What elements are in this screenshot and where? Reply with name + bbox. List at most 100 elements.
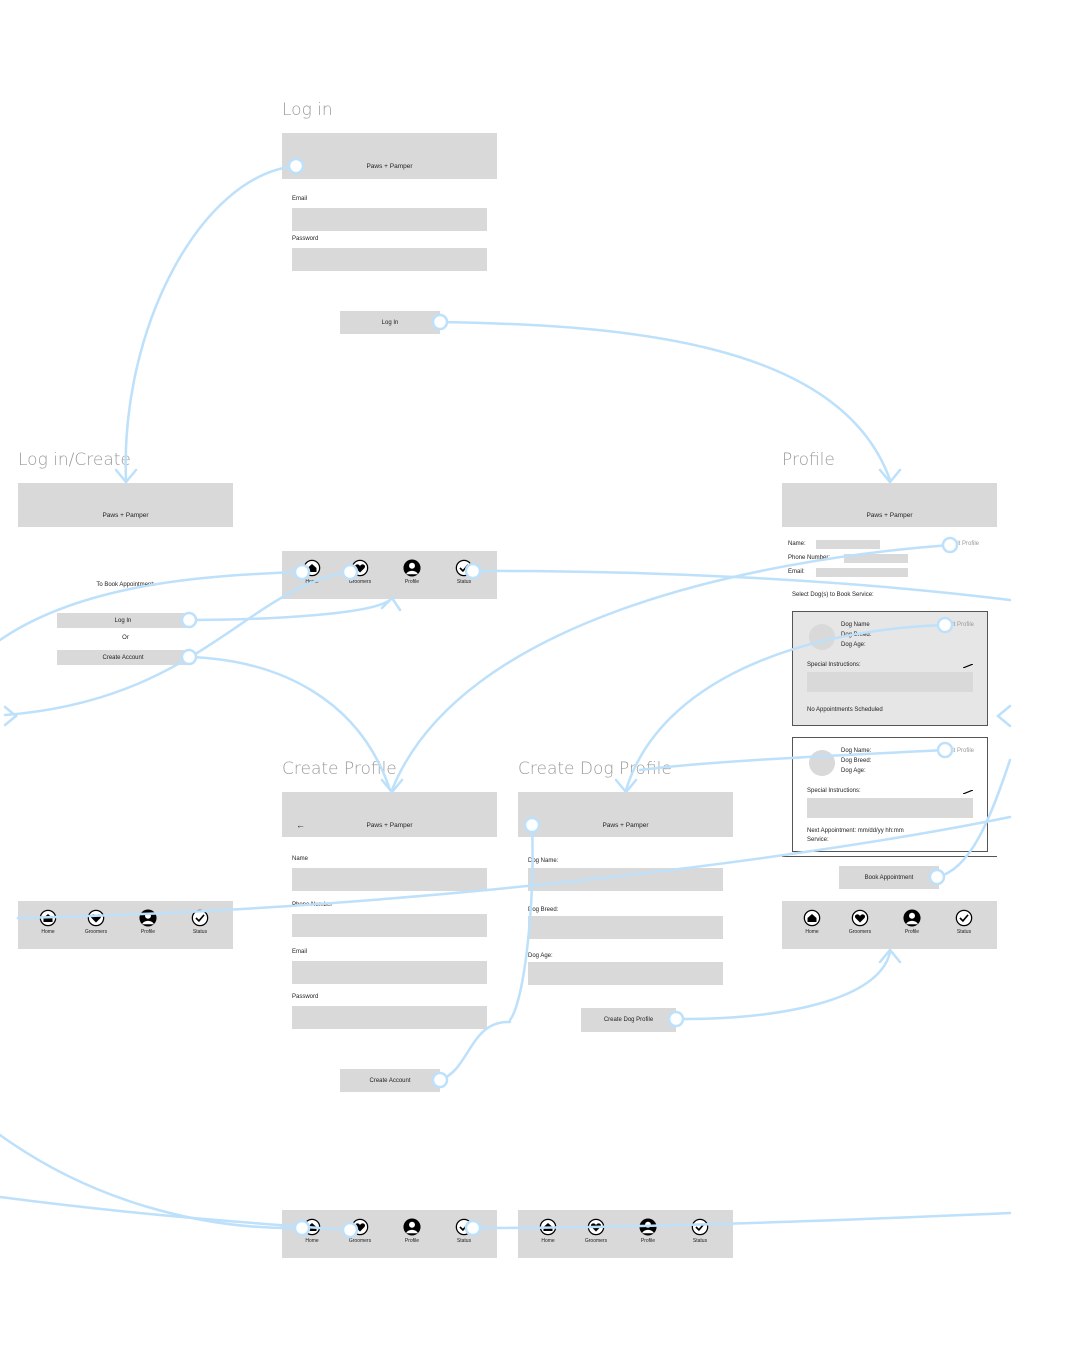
nav-home[interactable]: Home <box>28 909 68 935</box>
app-header: Paws + Pamper <box>518 792 733 837</box>
special-instructions-label: Special Instructions: <box>807 662 861 668</box>
arrowhead-profile-nav <box>878 948 902 964</box>
person-icon <box>403 1218 421 1236</box>
create-account-button[interactable]: Create Account <box>57 650 189 665</box>
nav-groomers[interactable]: Groomers <box>340 1218 380 1244</box>
title-create-dog-profile: Create Dog Profile <box>518 759 672 779</box>
dog-age-label: Dog Age: <box>528 953 553 959</box>
nav-status[interactable]: Status <box>944 909 984 935</box>
checkmark-icon <box>455 559 473 577</box>
nav-home[interactable]: Home <box>292 559 332 585</box>
nav-home-label: Home <box>541 1238 555 1244</box>
dog-breed-field[interactable] <box>528 916 723 939</box>
password-field[interactable] <box>292 1006 487 1029</box>
checkmark-icon <box>955 909 973 927</box>
nav-profile[interactable]: Profile <box>892 909 932 935</box>
dog-breed-label: Dog Breed: <box>841 758 872 764</box>
nav-home-label: Home <box>305 1238 319 1244</box>
create-dog-profile-button[interactable]: Create Dog Profile <box>581 1008 676 1032</box>
arrowhead-login-create <box>114 468 138 484</box>
next-appointment: Next Appointment: mm/dd/yy hh:mm <box>807 828 904 834</box>
or-text: Or <box>122 635 129 641</box>
edit-dog-link[interactable]: Edit Profile <box>945 622 975 628</box>
frame-log-in-create: Paws + Pamper To Book Appointment: Log I… <box>18 483 233 949</box>
email-field[interactable] <box>292 961 487 984</box>
nav-profile-label: Profile <box>404 579 420 585</box>
password-label: Password <box>292 994 319 1000</box>
dog-card[interactable]: Dog Name: Dog Breed: Dog Age: Edit Profi… <box>792 737 988 852</box>
person-icon <box>639 1218 657 1236</box>
nav-groomers[interactable]: Groomers <box>840 909 880 935</box>
pencil-icon[interactable] <box>963 790 973 794</box>
email-field[interactable] <box>292 208 487 231</box>
checkmark-icon <box>455 1218 473 1236</box>
heart-icon <box>587 1218 605 1236</box>
nav-home[interactable]: Home <box>292 1218 332 1244</box>
instructions-field[interactable] <box>807 672 973 692</box>
create-account-button[interactable]: Create Account <box>340 1069 440 1092</box>
home-icon <box>39 909 57 927</box>
nav-status[interactable]: Status <box>444 1218 484 1244</box>
checkmark-icon <box>191 909 209 927</box>
dog-age-label: Dog Age: <box>841 768 866 774</box>
dog-name-field[interactable] <box>528 868 723 891</box>
nav-status[interactable]: Status <box>680 1218 720 1244</box>
app-header: Paws + Pamper <box>18 483 233 527</box>
nav-status[interactable]: Status <box>180 909 220 935</box>
nav-groomers[interactable]: Groomers <box>76 909 116 935</box>
link-right-arrow <box>996 704 1012 728</box>
nav-profile-label: Profile <box>404 1238 420 1244</box>
nav-profile-label: Profile <box>640 1238 656 1244</box>
bottom-nav: Home Groomers Profile Status <box>782 901 997 949</box>
nav-groomers-label: Groomers <box>848 929 872 935</box>
home-icon <box>303 1218 321 1236</box>
nav-home[interactable]: Home <box>792 909 832 935</box>
instructions-field[interactable] <box>807 798 973 818</box>
heart-icon <box>87 909 105 927</box>
arrowhead-profile <box>878 468 902 484</box>
log-in-button[interactable]: Log In <box>57 613 189 628</box>
nav-status-label: Status <box>456 579 472 585</box>
edit-dog-link[interactable]: Edit Profile <box>945 748 975 754</box>
dog-card[interactable]: Dog Name Dog Breed: Dog Age: Edit Profil… <box>792 611 988 726</box>
service-label: Service: <box>807 837 829 843</box>
person-icon <box>903 909 921 927</box>
appointment-status: No Appointments Scheduled <box>807 707 883 713</box>
phone-field[interactable] <box>292 914 487 937</box>
title-log-in-create: Log in/Create <box>18 450 131 470</box>
dog-age-field[interactable] <box>528 962 723 985</box>
dog-avatar <box>809 624 835 650</box>
edit-profile-link[interactable]: Edit Profile <box>950 541 980 547</box>
nav-groomers[interactable]: Groomers <box>340 559 380 585</box>
divider <box>782 856 997 857</box>
name-field[interactable] <box>292 868 487 891</box>
nav-status[interactable]: Status <box>444 559 484 585</box>
frame-profile: Paws + Pamper Name: Phone Number: Email:… <box>782 483 997 949</box>
nav-home-label: Home <box>305 579 319 585</box>
nav-status-label: Status <box>692 1238 708 1244</box>
nav-profile[interactable]: Profile <box>392 1218 432 1244</box>
link-brand-to-login-create <box>124 164 298 482</box>
frame-create-dog-profile: Paws + Pamper Dog Name: Dog Breed: Dog A… <box>518 792 733 1259</box>
password-label: Password <box>292 236 319 242</box>
title-create-profile: Create Profile <box>282 759 397 779</box>
frame-log-in: Paws + Pamper Email Password Log In Home… <box>282 133 497 600</box>
title-profile: Profile <box>782 450 835 470</box>
log-in-button[interactable]: Log In <box>340 311 440 334</box>
heart-icon <box>351 559 369 577</box>
nav-profile-label: Profile <box>904 929 920 935</box>
nav-profile[interactable]: Profile <box>392 559 432 585</box>
pencil-icon[interactable] <box>963 664 973 668</box>
book-prompt: To Book Appointment: <box>96 582 155 588</box>
password-field[interactable] <box>292 248 487 271</box>
arrowhead-create-dog <box>614 778 638 794</box>
home-icon <box>539 1218 557 1236</box>
nav-groomers[interactable]: Groomers <box>576 1218 616 1244</box>
home-icon <box>303 559 321 577</box>
bottom-nav: Home Groomers Profile Status <box>518 1210 733 1258</box>
nav-profile[interactable]: Profile <box>628 1218 668 1244</box>
nav-profile[interactable]: Profile <box>128 909 168 935</box>
nav-status-label: Status <box>192 929 208 935</box>
nav-home[interactable]: Home <box>528 1218 568 1244</box>
book-appointment-button[interactable]: Book Appointment <box>839 866 939 889</box>
